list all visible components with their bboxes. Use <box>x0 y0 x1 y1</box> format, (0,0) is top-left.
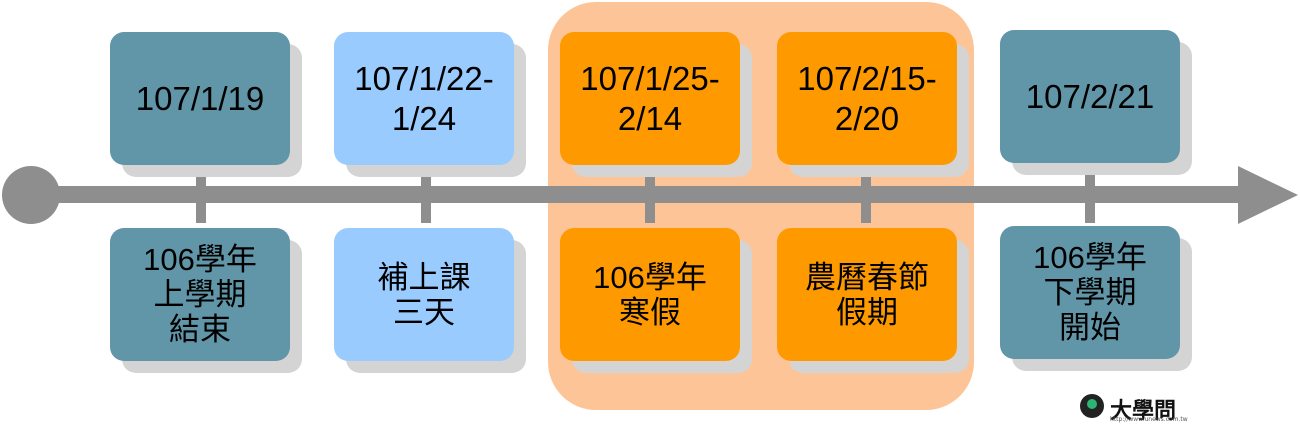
event-label: 106學年 下學期 開始 <box>1033 240 1147 345</box>
event-date: 107/2/21 <box>1025 77 1155 115</box>
event-connector <box>645 168 655 223</box>
event-connector <box>1085 168 1095 223</box>
event-date: 107/1/22- 1/24 <box>354 59 494 137</box>
event-connector <box>196 168 206 223</box>
event-label: 106學年 上學期 結束 <box>143 242 257 347</box>
logo-name: 大學問 <box>1110 399 1177 424</box>
event-label: 補上課 三天 <box>377 259 471 330</box>
event-label: 106學年 寒假 <box>593 259 707 330</box>
event-label: 農曆春節 假期 <box>805 259 929 330</box>
event-label-box: 農曆春節 假期 <box>777 228 957 361</box>
timeline-origin-dot <box>2 166 60 224</box>
event-date-box: 107/2/15- 2/20 <box>777 32 957 165</box>
brand-logo: 大學問 http://www.unews.com.tw <box>1080 394 1200 424</box>
logo-mark-icon <box>1080 394 1104 418</box>
event-date-box: 107/1/22- 1/24 <box>334 32 514 165</box>
event-date: 107/1/19 <box>135 79 265 117</box>
event-date-box: 107/1/19 <box>110 32 290 165</box>
event-date: 107/2/15- 2/20 <box>797 59 937 137</box>
event-label-box: 補上課 三天 <box>334 228 514 361</box>
event-label-box: 106學年 下學期 開始 <box>1000 226 1180 359</box>
event-date-box: 107/1/25- 2/14 <box>560 32 740 165</box>
logo-url: http://www.unews.com.tw <box>1110 416 1188 423</box>
timeline-arrowhead <box>1238 166 1298 224</box>
event-label-box: 106學年 上學期 結束 <box>110 228 290 361</box>
event-date-box: 107/2/21 <box>1000 30 1180 163</box>
event-connector <box>421 168 431 223</box>
timeline-axis <box>30 186 1250 203</box>
event-label-box: 106學年 寒假 <box>560 228 740 361</box>
event-connector <box>861 168 871 223</box>
event-date: 107/1/25- 2/14 <box>580 59 720 137</box>
